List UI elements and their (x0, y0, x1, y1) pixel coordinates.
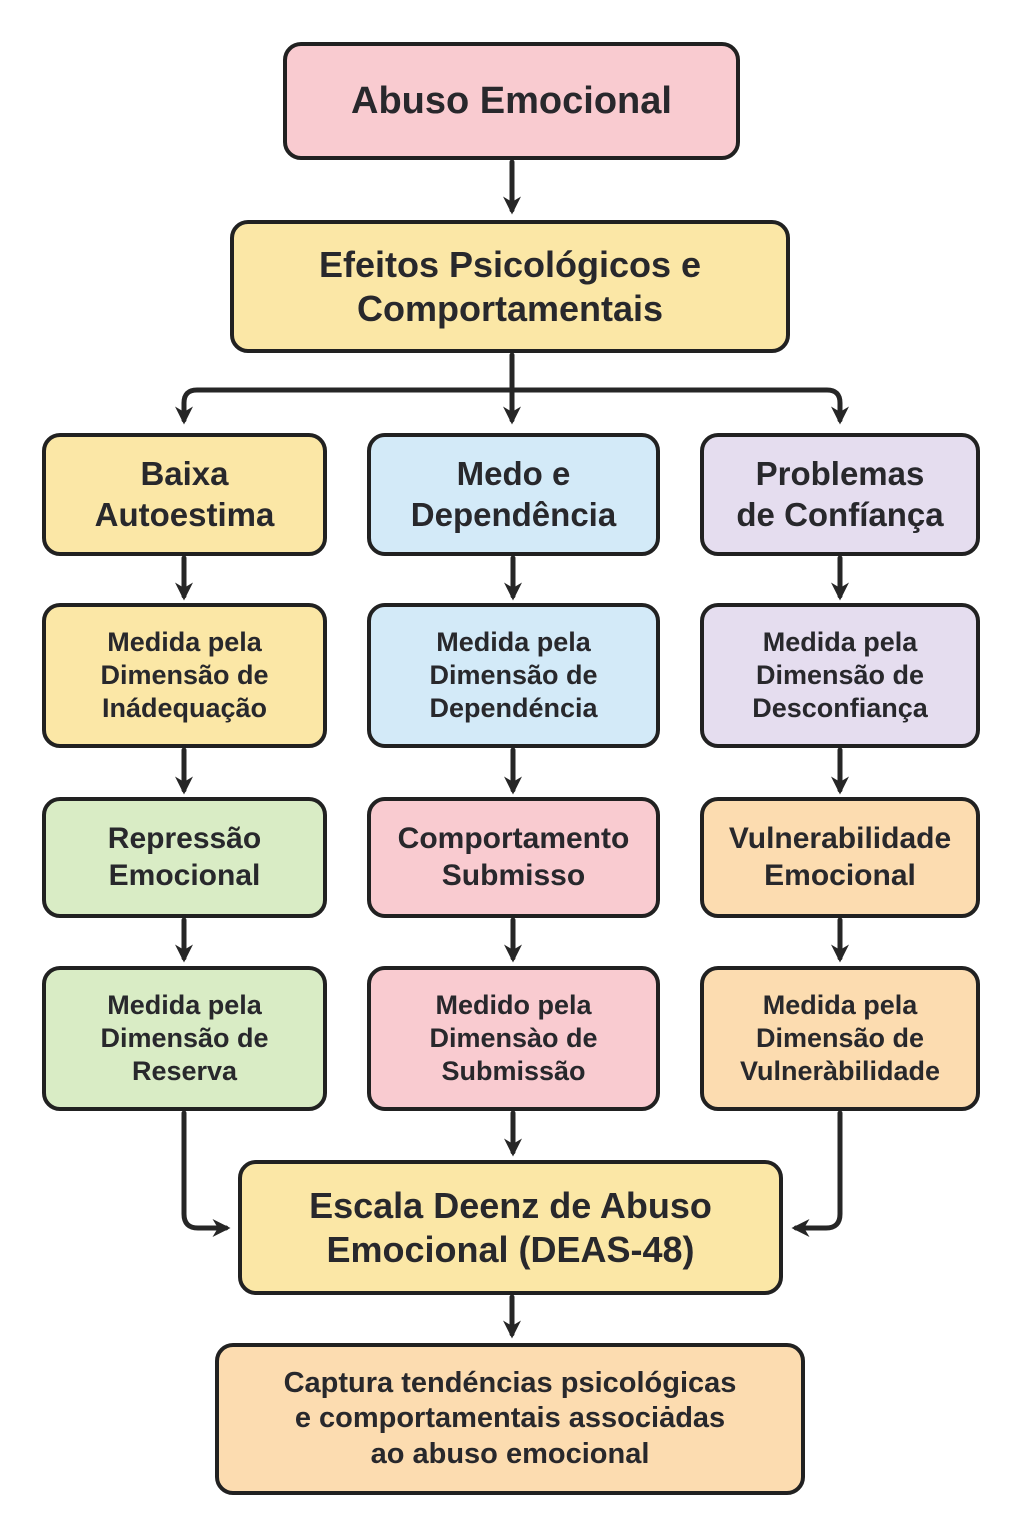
node-problemas-confianca: Problemas de Confíança (700, 433, 980, 556)
node-medida-submissao: Medido pela Dimensào de Submissão (367, 966, 660, 1111)
node-repressao-emocional: Repressão Emocional (42, 797, 327, 918)
node-abuso-emocional: Abuso Emocional (283, 42, 740, 160)
node-medida-inadequacao: Medida pela Dimensão de Inádequação (42, 603, 327, 748)
node-baixa-autoestima: Baixa Autoestima (42, 433, 327, 556)
node-medida-vulnerabilidade: Medida pela Dimensão de Vulneràbilidade (700, 966, 980, 1111)
node-medida-desconfianca: Medida pela Dimensão de Desconfiança (700, 603, 980, 748)
node-medo-dependencia: Medo e Dependência (367, 433, 660, 556)
node-medida-reserva: Medida pela Dimensão de Reserva (42, 966, 327, 1111)
node-medida-dependencia: Medida pela Dimensão de Dependéncia (367, 603, 660, 748)
node-escala-deas-48: Escala Deenz de Abuso Emocional (DEAS-48… (238, 1160, 783, 1295)
node-comportamento-submisso: Comportamento Submisso (367, 797, 660, 918)
node-efeitos-psicologicos: Efeitos Psicológicos e Comportamentais (230, 220, 790, 353)
node-captura-tendencias: Captura tendéncias psicológicas e compor… (215, 1343, 805, 1495)
node-vulnerabilidade-emocional: Vulnerabilidade Emocional (700, 797, 980, 918)
